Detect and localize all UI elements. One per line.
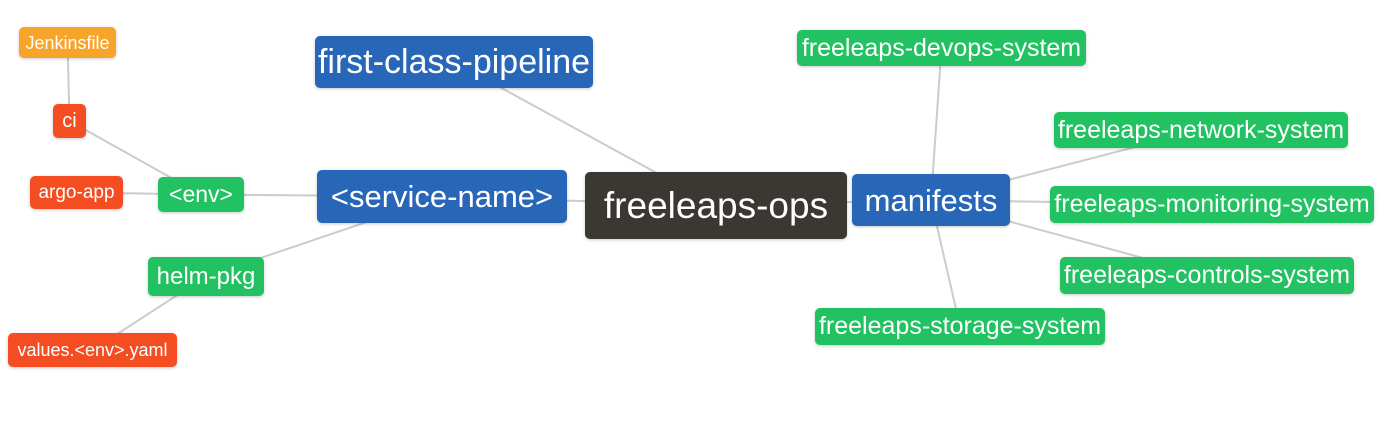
node-freeleaps-ops[interactable]: freeleaps-ops: [585, 172, 847, 239]
node-first-class-pipeline[interactable]: first-class-pipeline: [315, 36, 593, 88]
node-freeleaps-storage-system[interactable]: freeleaps-storage-system: [815, 308, 1105, 345]
node-freeleaps-devops-system[interactable]: freeleaps-devops-system: [797, 30, 1086, 66]
node-helm-pkg[interactable]: helm-pkg: [148, 257, 264, 296]
node-jenkinsfile[interactable]: Jenkinsfile: [19, 27, 116, 58]
node-service-name[interactable]: <service-name>: [317, 170, 567, 223]
node-argo-app[interactable]: argo-app: [30, 176, 123, 209]
node-env[interactable]: <env>: [158, 177, 244, 212]
node-ci[interactable]: ci: [53, 104, 86, 138]
node-freeleaps-monitoring-system[interactable]: freeleaps-monitoring-system: [1050, 186, 1374, 223]
node-freeleaps-controls-system[interactable]: freeleaps-controls-system: [1060, 257, 1354, 294]
node-manifests[interactable]: manifests: [852, 174, 1010, 226]
node-freeleaps-network-system[interactable]: freeleaps-network-system: [1054, 112, 1348, 148]
node-values-env-yaml[interactable]: values.<env>.yaml: [8, 333, 177, 367]
